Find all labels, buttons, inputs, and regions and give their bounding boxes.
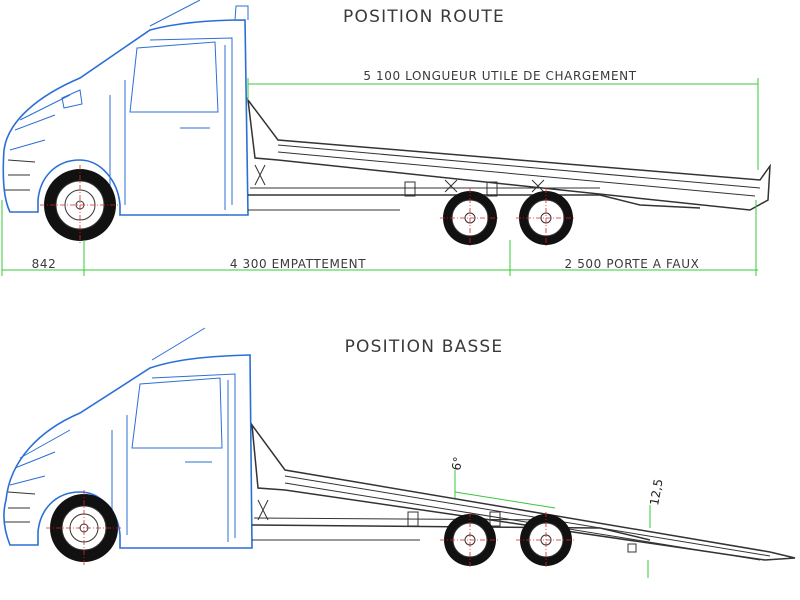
dim-wheelbase: 4 300 EMPATTEMENT (230, 257, 366, 271)
dim-loading-length: 5 100 LONGUEUR UTILE DE CHARGEMENT (363, 69, 636, 83)
view-title-basse: POSITION BASSE (345, 337, 504, 357)
ramp-height-label: 12,5 (647, 478, 665, 507)
front-wheel-route (40, 165, 120, 245)
dimensions-route (1, 78, 759, 276)
dim-rear-overhang: 2 500 PORTE A FAUX (565, 257, 700, 271)
cab-route (2, 0, 249, 216)
rear-wheels-basse (440, 512, 576, 568)
view-title-route: POSITION ROUTE (343, 7, 505, 27)
cab-basse (3, 327, 253, 549)
angle-marks-basse (454, 470, 651, 578)
front-wheel-basse (46, 490, 122, 566)
view-position-route: POSITION ROUTE (1, 0, 771, 276)
angle-label: 6° (449, 456, 465, 472)
bed-route (246, 97, 771, 211)
bed-basse (250, 422, 796, 561)
dim-front-overhang: 842 (32, 257, 57, 271)
view-position-basse: POSITION BASSE (3, 327, 796, 578)
rear-wheels-route (440, 188, 576, 248)
